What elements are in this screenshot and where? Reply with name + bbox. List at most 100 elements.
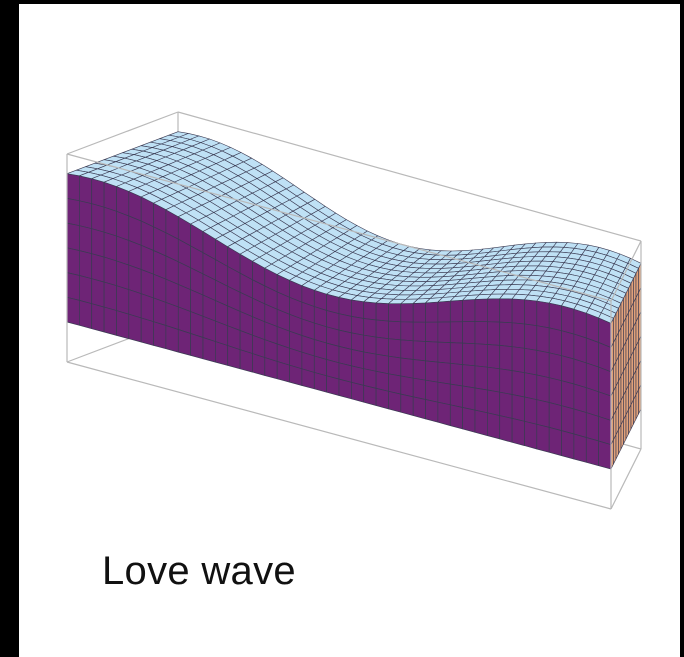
- side-cell: [116, 260, 130, 290]
- side-cell: [536, 325, 550, 354]
- side-cell: [474, 387, 488, 414]
- side-cell: [91, 253, 105, 283]
- side-cell: [561, 405, 575, 435]
- side-cell: [598, 416, 612, 446]
- side-cell: [573, 308, 587, 339]
- side-cell: [449, 342, 463, 365]
- side-cell: [499, 391, 513, 419]
- side-cell: [561, 330, 575, 360]
- side-cell: [462, 299, 476, 323]
- side-cell: [91, 228, 105, 258]
- side-cell: [548, 352, 562, 382]
- side-cell: [561, 305, 575, 335]
- side-cell: [363, 301, 377, 321]
- side-cell: [227, 345, 241, 370]
- side-cell: [116, 210, 130, 241]
- side-cell: [449, 321, 463, 344]
- side-cell: [252, 353, 266, 376]
- end-cell: [628, 404, 632, 435]
- side-cell: [536, 399, 550, 428]
- side-cell: [536, 300, 550, 329]
- side-cell: [363, 385, 377, 406]
- side-cell: [474, 365, 488, 391]
- side-cell: [153, 321, 167, 350]
- side-cell: [375, 302, 389, 322]
- side-cell: [462, 321, 476, 345]
- side-cell: [91, 278, 105, 308]
- surface-cell: [598, 312, 614, 324]
- end-cell: [633, 394, 637, 425]
- side-cell: [437, 300, 451, 323]
- side-cell: [487, 344, 501, 370]
- side-cell: [128, 240, 142, 270]
- side-cell: [548, 327, 562, 357]
- side-cell: [487, 298, 501, 323]
- block-side-face: [66, 173, 612, 470]
- side-cell: [573, 408, 587, 438]
- side-cell: [400, 375, 414, 398]
- side-cell: [511, 394, 525, 422]
- side-cell: [412, 321, 426, 342]
- side-cell: [561, 355, 575, 385]
- side-cell: [116, 235, 130, 266]
- side-cell: [388, 338, 402, 359]
- side-cell: [153, 273, 167, 303]
- side-cell: [276, 361, 290, 383]
- side-cell: [338, 378, 352, 400]
- side-cell: [511, 370, 525, 398]
- side-cell: [449, 362, 463, 387]
- side-cell: [511, 418, 525, 446]
- side-cell: [388, 320, 402, 341]
- side-cell: [388, 355, 402, 377]
- side-cell: [524, 420, 538, 450]
- side-cell: [573, 333, 587, 364]
- side-cell: [598, 391, 612, 421]
- side-cell: [412, 396, 426, 420]
- side-cell: [536, 374, 550, 403]
- end-cell: [615, 429, 619, 460]
- side-cell: [598, 366, 612, 397]
- side-cell: [412, 302, 426, 323]
- side-cell: [548, 377, 562, 407]
- end-cell: [618, 424, 622, 455]
- side-cell: [363, 318, 377, 338]
- side-cell: [128, 313, 142, 343]
- side-cell: [66, 247, 80, 276]
- side-cell: [487, 366, 501, 393]
- side-cell: [437, 401, 451, 426]
- side-cell: [474, 298, 488, 323]
- side-cell: [524, 299, 538, 327]
- side-cell: [79, 175, 93, 205]
- side-cell: [412, 377, 426, 400]
- side-cell: [400, 393, 414, 416]
- side-cell: [462, 385, 476, 411]
- side-cell: [449, 383, 463, 408]
- side-cell: [425, 399, 439, 423]
- side-cell: [425, 301, 439, 323]
- bounding-box-front: [66, 153, 642, 510]
- side-cell: [511, 346, 525, 374]
- side-cell: [437, 341, 451, 364]
- bbox-top-front: [66, 153, 612, 302]
- side-cell: [425, 341, 439, 363]
- end-cell: [630, 399, 634, 430]
- side-cell: [474, 409, 488, 436]
- side-cell: [66, 173, 80, 202]
- side-cell: [140, 317, 154, 346]
- side-cell: [79, 225, 93, 255]
- side-cell: [499, 345, 513, 371]
- side-cell: [412, 340, 426, 362]
- side-cell: [536, 423, 550, 453]
- bbox-bottom-front: [66, 361, 612, 510]
- side-cell: [487, 321, 501, 346]
- side-cell: [524, 396, 538, 425]
- side-cell: [585, 387, 599, 417]
- side-cell: [363, 351, 377, 372]
- side-cell: [425, 321, 439, 343]
- side-cell: [573, 383, 587, 413]
- side-cell: [363, 334, 377, 355]
- bbox-top-right: [610, 240, 642, 302]
- side-cell: [79, 200, 93, 230]
- side-cell: [511, 322, 525, 349]
- love-wave-block-diagram: [66, 111, 642, 510]
